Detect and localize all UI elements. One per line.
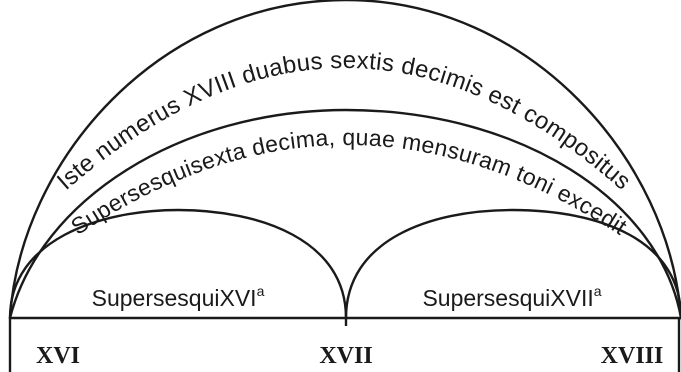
point-label-xvi: XVI xyxy=(36,343,80,369)
right-ratio-label: SupersesquiXVIIa xyxy=(422,283,601,311)
left-ratio-sup: a xyxy=(257,283,265,299)
inner-left-arc xyxy=(8,208,348,320)
left-ratio-label: SupersesquiXVIa xyxy=(92,283,265,311)
middle-arc xyxy=(8,108,681,320)
right-ratio-main: SupersesquiXVII xyxy=(422,285,593,311)
point-label-xviii: XVIII xyxy=(601,343,664,369)
middle-arc-label: Supersesquisexta decima, quae mensuram t… xyxy=(66,124,632,240)
right-ratio-sup: a xyxy=(594,283,602,299)
left-ratio-main: SupersesquiXVI xyxy=(92,285,257,311)
point-label-xvii: XVII xyxy=(319,343,372,369)
outer-arc xyxy=(8,0,681,320)
middle-arc-textpath: Supersesquisexta decima, quae mensuram t… xyxy=(66,124,632,240)
inner-right-arc xyxy=(344,208,681,320)
